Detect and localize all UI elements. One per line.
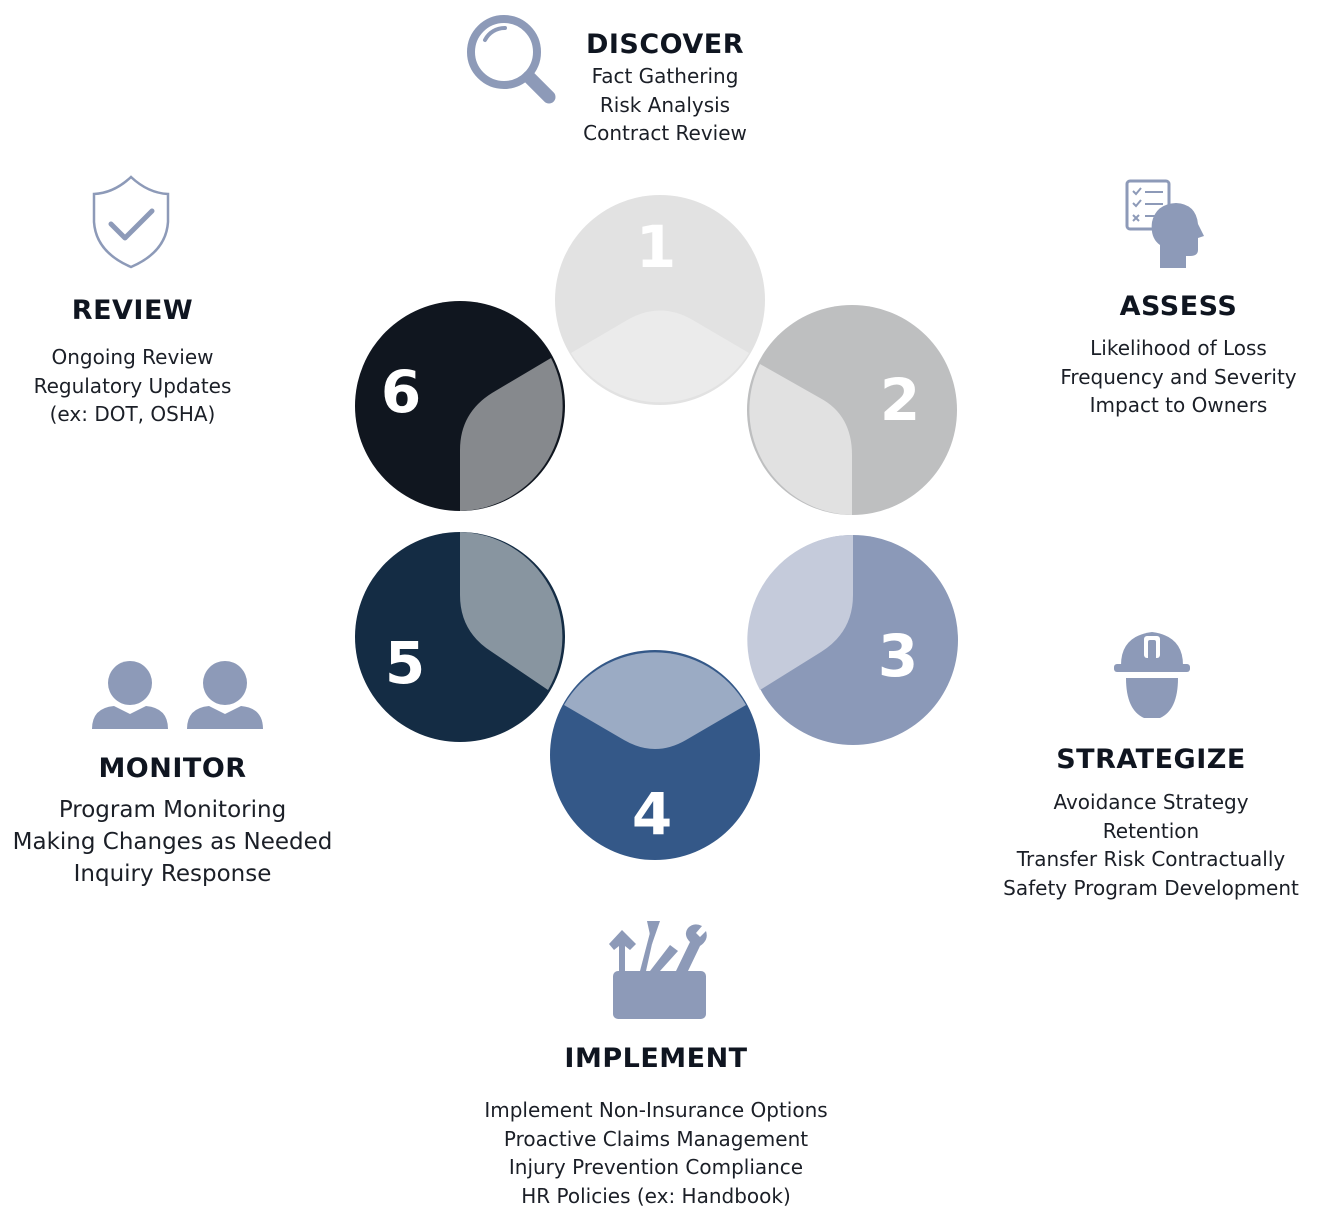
step-3-circle: 3 (747, 535, 958, 745)
step-4-circle: 4 (550, 650, 760, 860)
step-3-number: 3 (878, 622, 918, 690)
step-4-number: 4 (632, 780, 672, 848)
monitor-block: MONITOR Program Monitoring Making Change… (0, 752, 345, 890)
assess-line-2: Frequency and Severity (1040, 363, 1317, 392)
implement-line-3: Injury Prevention Compliance (455, 1153, 857, 1182)
step-5-circle: 5 (355, 532, 565, 742)
review-heading: REVIEW (15, 294, 250, 328)
magnifier-icon (471, 19, 549, 97)
review-block: REVIEW Ongoing Review Regulatory Updates… (15, 294, 250, 429)
review-line-2: Regulatory Updates (15, 372, 250, 401)
strategize-line-1: Avoidance Strategy (990, 788, 1312, 817)
implement-line-2: Proactive Claims Management (455, 1125, 857, 1154)
monitor-line-1: Program Monitoring (0, 794, 345, 826)
implement-line-4: HR Policies (ex: Handbook) (455, 1182, 857, 1210)
step-1-circle: 1 (555, 195, 765, 405)
review-line-3: (ex: DOT, OSHA) (15, 400, 250, 429)
strategize-line-2: Retention (990, 817, 1312, 846)
discover-line-3: Contract Review (560, 119, 770, 148)
hard-hat-worker-icon (1114, 632, 1190, 718)
assess-block: ASSESS Likelihood of Loss Frequency and … (1040, 290, 1317, 420)
implement-block: IMPLEMENT Implement Non-Insurance Option… (455, 1042, 857, 1210)
assess-line-1: Likelihood of Loss (1040, 334, 1317, 363)
strategize-line-3: Transfer Risk Contractually (990, 845, 1312, 874)
step-1-number: 1 (636, 213, 676, 281)
strategize-block: STRATEGIZE Avoidance Strategy Retention … (990, 743, 1312, 902)
toolbox-icon (609, 921, 707, 1019)
monitor-line-2: Making Changes as Needed (0, 826, 345, 858)
two-people-icon (92, 661, 263, 729)
monitor-line-3: Inquiry Response (0, 858, 345, 890)
implement-line-1: Implement Non-Insurance Options (455, 1096, 857, 1125)
step-2-number: 2 (880, 366, 920, 434)
checklist-head-icon (1127, 181, 1204, 268)
assess-line-3: Impact to Owners (1040, 391, 1317, 420)
step-5-number: 5 (385, 629, 425, 697)
discover-heading: DISCOVER (560, 28, 770, 62)
assess-heading: ASSESS (1040, 290, 1317, 324)
discover-line-1: Fact Gathering (560, 62, 770, 91)
step-6-number: 6 (381, 358, 421, 426)
shield-check-icon (94, 177, 168, 267)
review-line-1: Ongoing Review (15, 343, 250, 372)
step-2-circle: 2 (747, 305, 957, 515)
implement-heading: IMPLEMENT (455, 1042, 857, 1076)
discover-block: DISCOVER Fact Gathering Risk Analysis Co… (560, 28, 770, 148)
strategize-line-4: Safety Program Development (990, 874, 1312, 903)
monitor-heading: MONITOR (0, 752, 345, 786)
strategize-heading: STRATEGIZE (990, 743, 1312, 777)
discover-line-2: Risk Analysis (560, 91, 770, 120)
step-6-circle: 6 (355, 301, 565, 511)
